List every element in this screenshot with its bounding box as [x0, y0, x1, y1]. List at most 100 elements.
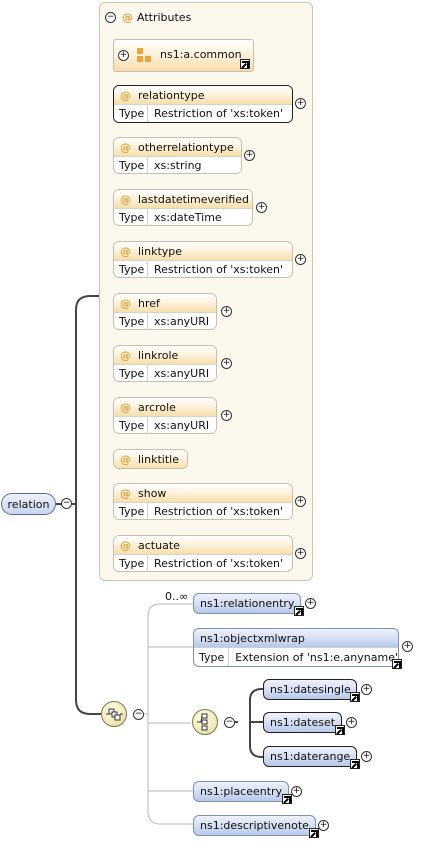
type-value: Restriction of 'xs:token': [154, 557, 284, 570]
type-label: Type: [114, 261, 148, 277]
type-value: Restriction of 'xs:token': [154, 263, 284, 276]
expand-dateset-icon[interactable]: +: [346, 717, 357, 728]
sequence-compositor-icon[interactable]: [101, 701, 127, 727]
attribute-name: relationtype: [138, 88, 205, 102]
reference-link-icon[interactable]: [335, 725, 345, 735]
attribute-name: lastdatetimeverified: [138, 192, 250, 206]
attribute-at-icon: @: [120, 296, 131, 310]
attribute-at-icon: @: [120, 400, 131, 414]
attribute-arcrole[interactable]: @ arcrole Type xs:anyURI: [113, 397, 217, 434]
attribute-at-icon: @: [120, 538, 131, 552]
type-value: Restriction of 'xs:token': [154, 107, 284, 120]
reference-link-icon[interactable]: [309, 828, 319, 838]
attribute-group-label: ns1:a.common: [160, 48, 242, 61]
attribute-at-icon: @: [120, 244, 131, 258]
reference-link-icon[interactable]: [392, 659, 402, 669]
attributes-header: − @ Attributes: [105, 10, 191, 24]
type-value: Restriction of 'xs:token': [154, 505, 284, 518]
type-label: Type: [114, 365, 148, 381]
element-label: ns1:objectxmlwrap: [200, 631, 305, 645]
element-label: ns1:datesingle: [270, 683, 351, 696]
expand-href-icon[interactable]: +: [221, 306, 232, 317]
attribute-at-icon: @: [122, 10, 133, 24]
type-value: xs:dateTime: [154, 211, 222, 224]
expand-actuate-icon[interactable]: +: [295, 548, 306, 559]
attribute-at-icon: @: [120, 348, 131, 362]
attribute-at-icon: @: [120, 140, 131, 154]
expand-datesingle-icon[interactable]: +: [361, 684, 372, 695]
expand-placeentry-icon[interactable]: +: [291, 786, 302, 797]
type-label: Type: [114, 417, 148, 433]
attribute-group-ref[interactable]: + ns1:a.common: [113, 39, 254, 72]
expand-relationentry-icon[interactable]: +: [305, 598, 316, 609]
type-label: Type: [114, 503, 148, 519]
reference-link-icon[interactable]: [282, 794, 292, 804]
element-daterange[interactable]: ns1:daterange: [263, 746, 357, 767]
element-label: ns1:relationentry: [200, 597, 295, 610]
attribute-href[interactable]: @ href Type xs:anyURI: [113, 293, 217, 330]
collapse-attributes-icon[interactable]: −: [105, 11, 116, 23]
expand-otherrelationtype-icon[interactable]: +: [244, 150, 255, 161]
attribute-linkrole[interactable]: @ linkrole Type xs:anyURI: [113, 345, 217, 382]
type-value: xs:anyURI: [154, 367, 210, 380]
expand-descriptivenote-icon[interactable]: +: [318, 820, 329, 831]
reference-link-icon[interactable]: [240, 59, 250, 69]
type-value: xs:string: [154, 159, 202, 172]
expand-arcrole-icon[interactable]: +: [221, 410, 232, 421]
type-label: Type: [114, 555, 148, 571]
attributes-title: Attributes: [137, 10, 192, 24]
attribute-lastdatetimeverified[interactable]: @ lastdatetimeverified Type xs:dateTime: [113, 189, 253, 226]
collapse-choice-icon[interactable]: −: [224, 717, 235, 728]
expand-relationtype-icon[interactable]: +: [295, 98, 306, 109]
attribute-name: linktitle: [138, 452, 179, 466]
expand-daterange-icon[interactable]: +: [361, 751, 372, 762]
element-placeentry[interactable]: ns1:placeentry: [193, 781, 289, 802]
element-dateset[interactable]: ns1:dateset: [263, 712, 342, 733]
expand-objectxmlwrap-icon[interactable]: +: [402, 641, 413, 652]
element-descriptivenote[interactable]: ns1:descriptivenote: [193, 815, 316, 836]
attribute-group-icon: [137, 48, 151, 62]
reference-link-icon[interactable]: [350, 692, 360, 702]
element-relationentry[interactable]: ns1:relationentry: [193, 593, 301, 614]
attribute-name: actuate: [138, 538, 180, 552]
root-element-relation[interactable]: relation: [1, 493, 56, 515]
collapse-sequence-icon[interactable]: −: [133, 709, 144, 720]
reference-link-icon[interactable]: [294, 606, 304, 616]
expand-linktype-icon[interactable]: +: [295, 254, 306, 265]
root-element-label: relation: [7, 497, 50, 511]
cardinality-label: 0..∞: [165, 590, 189, 603]
type-value: xs:anyURI: [154, 315, 210, 328]
element-label: ns1:daterange: [270, 750, 351, 763]
element-label: ns1:descriptivenote: [200, 819, 309, 832]
attribute-linktitle[interactable]: @ linktitle: [113, 449, 188, 469]
attribute-actuate[interactable]: @ actuate Type Restriction of 'xs:token': [113, 535, 293, 572]
element-datesingle[interactable]: ns1:datesingle: [263, 679, 357, 700]
attribute-name: arcrole: [138, 400, 176, 414]
expand-linkrole-icon[interactable]: +: [221, 358, 232, 369]
type-label: Type: [114, 209, 148, 225]
type-label: Type: [194, 648, 230, 666]
expand-show-icon[interactable]: +: [295, 496, 306, 507]
reference-link-icon[interactable]: [350, 759, 360, 769]
type-label: Type: [114, 157, 148, 173]
attribute-show[interactable]: @ show Type Restriction of 'xs:token': [113, 483, 293, 520]
attribute-name: show: [138, 486, 167, 500]
attribute-name: linkrole: [138, 348, 179, 362]
collapse-relation-icon[interactable]: −: [61, 498, 72, 509]
choice-compositor-icon[interactable]: [192, 709, 218, 735]
expand-lastdatetimeverified-icon[interactable]: +: [256, 202, 267, 213]
attribute-name: href: [138, 296, 160, 310]
attribute-at-icon: @: [120, 486, 131, 500]
attribute-at-icon: @: [120, 452, 131, 466]
expand-group-icon[interactable]: +: [118, 50, 129, 61]
element-label: ns1:dateset: [270, 716, 336, 729]
type-label: Type: [114, 313, 148, 329]
type-value: xs:anyURI: [154, 419, 210, 432]
attribute-at-icon: @: [120, 192, 131, 206]
type-label: Type: [114, 105, 148, 122]
